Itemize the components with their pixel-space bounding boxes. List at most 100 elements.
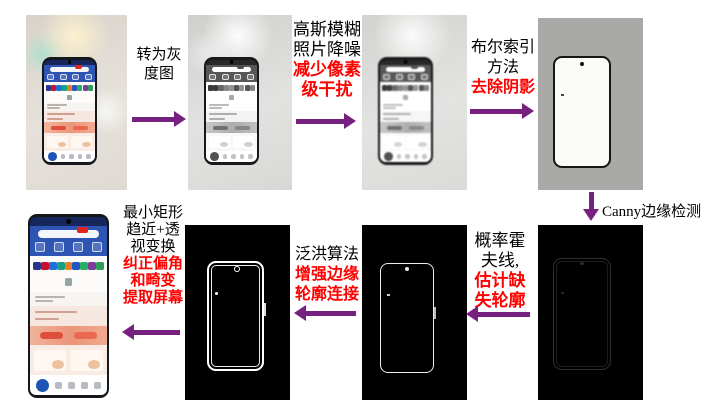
bank-logo <box>48 152 57 161</box>
app-icon <box>96 261 104 270</box>
app-icon <box>218 85 224 91</box>
nav-icon <box>55 381 63 389</box>
app-icon <box>56 85 62 91</box>
phone-body <box>378 57 433 165</box>
banner-label-blob <box>40 331 64 339</box>
app-header <box>30 225 107 257</box>
app-icon <box>397 85 403 91</box>
speck <box>214 291 218 295</box>
banner-label-blob <box>234 125 251 130</box>
banner-label-blob <box>408 125 425 130</box>
app-icon <box>408 85 414 91</box>
app-icon <box>418 85 424 91</box>
bank-logo <box>384 152 393 161</box>
app-icon <box>33 261 41 270</box>
header-icon <box>221 73 229 81</box>
promo-banner <box>380 122 431 134</box>
notice-section <box>206 110 257 123</box>
step-text-emphasis: 轮廓连接 <box>294 286 359 303</box>
step-text-emphasis: 失轮廓 <box>474 291 526 310</box>
search-pill <box>38 226 99 238</box>
bank-logo <box>36 378 50 392</box>
app-icon <box>41 261 49 270</box>
header-icon <box>72 242 84 252</box>
speck <box>387 294 391 297</box>
app-icon-grid <box>44 82 95 103</box>
step-label-gaussian-blur: 高斯模糊 照片降噪 减少像素 级干扰 <box>290 20 364 100</box>
notice-section <box>30 305 107 326</box>
nav-icon <box>69 154 74 159</box>
step-text-emphasis: 级干扰 <box>301 80 353 99</box>
step-text-emphasis: 纠正偏角 <box>122 256 183 272</box>
app-icon <box>56 261 65 270</box>
header-icon <box>234 73 242 81</box>
banner-label-blob <box>386 125 403 130</box>
app-header <box>380 65 431 83</box>
promo-cards <box>380 133 431 151</box>
arrow-left-icon <box>122 324 180 340</box>
speck <box>561 93 565 96</box>
banner-label-blob <box>50 125 67 130</box>
arrow-right-icon <box>132 111 186 127</box>
app-icon <box>392 85 398 91</box>
bottom-nav <box>206 150 257 162</box>
header-icon <box>72 73 80 81</box>
text-line <box>383 117 400 120</box>
phone-outline <box>553 56 611 168</box>
arrow-down-icon <box>583 192 599 221</box>
stage-shadow-removed <box>538 18 643 190</box>
header-icon <box>47 73 55 81</box>
bank-logo <box>210 152 219 161</box>
banner-label-blob <box>212 125 229 130</box>
step-text-emphasis: 提取屏幕 <box>122 290 183 306</box>
step-text-emphasis: 和畸变 <box>130 273 176 289</box>
text-line <box>34 296 65 298</box>
text-lines-section <box>380 102 431 111</box>
nav-icon <box>86 154 91 159</box>
step-text-emphasis: 减少像素 <box>293 60 361 79</box>
header-icon <box>84 73 92 81</box>
app-icon <box>66 94 73 100</box>
header-icon <box>209 73 217 81</box>
app-icon <box>382 85 388 91</box>
camera-dot <box>580 262 584 265</box>
red-badge <box>237 65 245 69</box>
phone-screen <box>30 217 107 395</box>
phone-body <box>42 57 97 165</box>
bottom-nav <box>44 150 95 162</box>
phone-body <box>204 57 259 165</box>
phone-photo <box>28 214 109 398</box>
promo-card <box>208 136 231 149</box>
stage-canny-edges <box>538 225 643 400</box>
step-text-emphasis: 估计缺 <box>474 271 526 290</box>
app-icon <box>87 85 93 91</box>
text-lines-section <box>206 102 257 111</box>
app-icon <box>88 261 96 270</box>
stage-floodfill-outline <box>185 225 290 400</box>
header-icon-row <box>209 73 254 81</box>
app-icon-grid <box>30 256 107 292</box>
app-icon <box>64 278 73 286</box>
step-label-canny: Canny边缘检测 <box>602 204 702 220</box>
camera-dot <box>67 59 72 64</box>
promo-cards <box>206 133 257 151</box>
app-icon <box>402 85 409 91</box>
header-icon-row <box>34 242 103 252</box>
app-icon <box>423 85 429 91</box>
header-icon <box>395 73 403 81</box>
camera-dot <box>65 218 72 225</box>
banner-label-blob <box>73 331 97 339</box>
camera-ring <box>233 266 240 272</box>
step-text: 趋近+透 <box>126 222 180 238</box>
promo-card <box>232 136 255 149</box>
search-pill <box>385 65 426 72</box>
red-badge <box>76 226 88 233</box>
app-icon <box>228 85 235 91</box>
stage-blurred-photo <box>362 15 467 190</box>
app-icon <box>208 85 214 91</box>
step-text: 视变换 <box>130 239 176 255</box>
text-line <box>47 113 75 116</box>
text-line <box>47 117 64 120</box>
step-text: 方法 <box>486 59 519 76</box>
phone-screen <box>206 60 257 162</box>
